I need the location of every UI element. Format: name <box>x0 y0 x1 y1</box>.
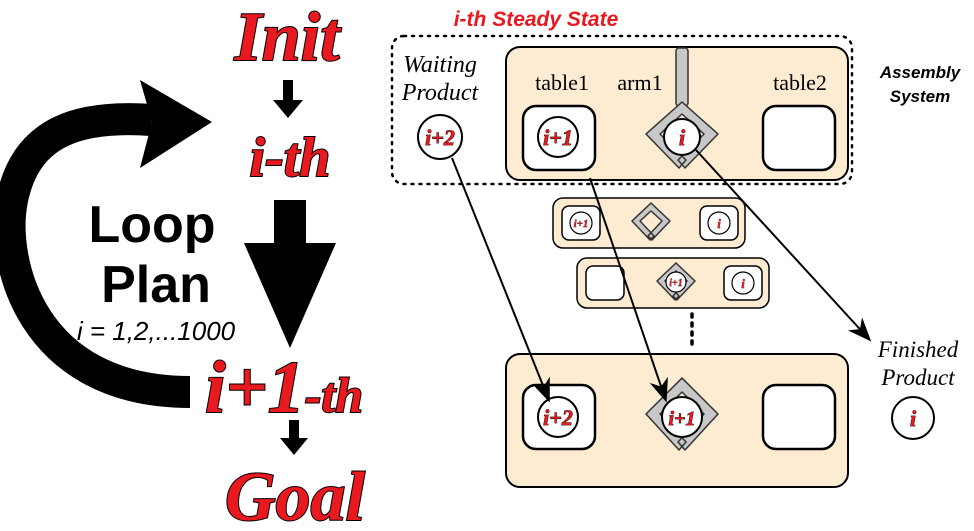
svg-text:i+2: i+2 <box>543 405 573 430</box>
loop-range-label: i = 1,2,...1000 <box>77 316 236 346</box>
transition-1-gripper <box>631 202 671 241</box>
svg-text:i: i <box>910 406 917 431</box>
plan-label: Plan <box>101 256 211 314</box>
table1-label: table1 <box>535 70 589 95</box>
assembly-system-label-line2: System <box>890 87 950 106</box>
assembly-system-label: Assembly <box>879 63 962 82</box>
transition-2-table1-slot <box>585 265 625 301</box>
next-arm1-token: i+1 <box>661 396 703 438</box>
ith-label: i-th <box>250 127 331 189</box>
arm-to-finished-arrow <box>695 149 872 342</box>
svg-text:i+1: i+1 <box>543 125 573 150</box>
loop-back-arrowhead <box>140 80 212 168</box>
transition-2-table2-token: i <box>731 271 755 295</box>
waiting-product-token: i+2 <box>417 114 463 160</box>
waiting-to-table1-arrow <box>451 157 550 403</box>
next-table2-slot <box>761 383 837 451</box>
table2-slot <box>761 104 837 172</box>
init-to-ith-arrow <box>273 80 303 118</box>
svg-text:i: i <box>679 125 686 150</box>
ith-to-next-arrow <box>244 200 336 348</box>
table2-label: table2 <box>773 70 827 95</box>
waiting-product-label-line2: Product <box>401 80 480 106</box>
transition-2-gripper <box>656 262 696 301</box>
svg-text:i: i <box>741 276 745 291</box>
arm1-gripper <box>645 47 719 169</box>
loop-back-arrow <box>0 103 191 408</box>
transition-2-arm-token: i+1 <box>665 271 687 293</box>
table1-token: i+1 <box>537 116 579 158</box>
steady-state-boundary <box>390 34 854 186</box>
svg-text:i+1: i+1 <box>669 408 696 430</box>
waiting-product-label: Waiting <box>403 52 477 78</box>
next-to-goal-arrow <box>280 420 308 455</box>
finished-product-label: Finished <box>877 337 959 362</box>
next-table1-token: i+2 <box>537 396 579 438</box>
svg-text:i+1: i+1 <box>574 218 589 230</box>
svg-text:i+2: i+2 <box>425 125 455 150</box>
transition-1-table1-token: i+1 <box>569 211 593 235</box>
transition-1-table2-token: i <box>707 211 731 235</box>
steady-state-title: i-th Steady State <box>454 8 619 31</box>
finished-product-label-line2: Product <box>880 365 955 390</box>
svg-text:i+1: i+1 <box>669 278 682 289</box>
finished-product-token: i <box>891 396 935 440</box>
arm1-label: arm1 <box>617 70 662 95</box>
next-iteration-label: i+1-th <box>205 347 363 429</box>
goal-label: Goal <box>225 459 366 531</box>
init-label: Init <box>233 0 342 76</box>
arm1-token: i <box>663 118 701 156</box>
svg-text:i: i <box>717 216 721 231</box>
loop-label: Loop <box>88 196 215 254</box>
table1-to-arm-arrow <box>589 177 668 403</box>
